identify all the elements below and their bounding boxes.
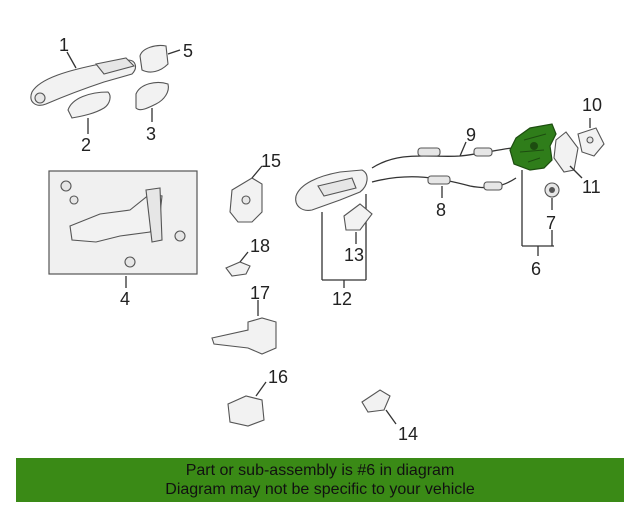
callout-17: 17: [250, 283, 270, 303]
callout-2: 2: [81, 135, 91, 155]
callout-11: 11: [582, 177, 601, 197]
callout-13: 13: [344, 245, 364, 265]
callout-16: 16: [268, 367, 288, 387]
callout-7: 7: [546, 213, 556, 233]
part-13-handle-bracket[interactable]: [343, 203, 373, 244]
callout-9: 9: [466, 125, 476, 145]
part-9-cable[interactable]: [371, 141, 513, 169]
callout-8: 8: [436, 200, 446, 220]
part-3-gasket[interactable]: [135, 81, 169, 122]
part-15-bracket[interactable]: [229, 165, 263, 223]
notice-banner: Part or sub-assembly is #6 in diagram Di…: [16, 458, 624, 502]
callout-5: 5: [183, 41, 193, 61]
part-18-clip[interactable]: [225, 251, 251, 277]
part-10-striker[interactable]: [577, 118, 605, 157]
part-4-inset-box[interactable]: [48, 170, 198, 288]
part-7-grommet[interactable]: [544, 182, 560, 246]
callout-4: 4: [120, 289, 130, 309]
callout-10: 10: [582, 95, 602, 115]
callout-12: 12: [332, 289, 352, 309]
part-14-clip[interactable]: [361, 389, 397, 425]
part-16-hinge[interactable]: [227, 381, 267, 427]
part-11-striker-plate[interactable]: [553, 131, 583, 179]
banner-line-1: Part or sub-assembly is #6 in diagram: [185, 462, 455, 479]
part-17-rod-bracket[interactable]: [211, 300, 277, 355]
callout-15: 15: [261, 151, 281, 171]
callout-14: 14: [398, 424, 418, 444]
callout-3: 3: [146, 124, 156, 144]
part-8-cable[interactable]: [371, 175, 517, 198]
part-1-outside-handle[interactable]: [30, 51, 137, 106]
part-6-door-lock-highlighted[interactable]: [509, 123, 557, 256]
banner-line-2: Diagram may not be specific to your vehi…: [165, 481, 475, 498]
part-2-handle-bezel[interactable]: [67, 91, 111, 134]
callout-6: 6: [531, 259, 541, 279]
part-5-cover[interactable]: [139, 44, 181, 73]
callout-1: 1: [59, 35, 69, 55]
callout-18: 18: [250, 236, 270, 256]
